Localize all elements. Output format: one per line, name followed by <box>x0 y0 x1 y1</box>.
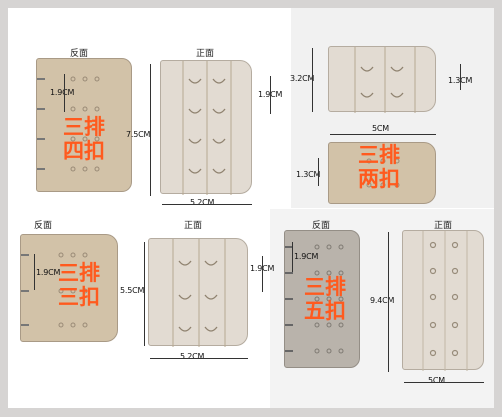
product-title-line2: 五扣 <box>304 299 346 323</box>
dimension-label: 1.9CM <box>294 252 319 261</box>
hook-tape-front <box>402 230 484 371</box>
product-title-line2: 两扣 <box>358 167 400 191</box>
back-label: 反面 <box>312 221 331 231</box>
product-title-line1: 三排 <box>358 143 400 167</box>
hook-details <box>21 252 88 328</box>
dimension-label: 5.5CM <box>120 286 145 295</box>
product-title-line1: 三排 <box>63 115 105 139</box>
product-title-line2: 四扣 <box>63 139 105 163</box>
dimension-line <box>292 242 293 272</box>
dimension-label: 5.2CM <box>190 198 215 207</box>
dimension-line <box>270 76 271 114</box>
dimension-line <box>330 134 436 135</box>
dimension-label: 1.9CM <box>36 268 61 277</box>
dimension-label: 7.5CM <box>126 130 151 139</box>
hook-tape-front <box>148 238 248 347</box>
dimension-label: 1.9CM <box>50 88 75 97</box>
dimension-label: 9.4CM <box>370 296 395 305</box>
dimension-line <box>162 204 252 205</box>
hook-details <box>422 231 468 371</box>
product-image: 反面 正面 1.9CM 三排 四扣 <box>8 8 494 408</box>
dimension-line <box>150 358 248 359</box>
back-label: 反面 <box>34 221 53 231</box>
hook-details <box>172 239 226 347</box>
dimension-label: 5CM <box>372 124 389 133</box>
dimension-label: 1.3CM <box>296 170 321 179</box>
hook-tape-back <box>20 234 118 342</box>
dimension-line <box>262 256 263 292</box>
dimension-line <box>312 48 313 112</box>
front-label: 正面 <box>434 221 453 231</box>
hook-tape-back <box>328 142 436 204</box>
dimension-line <box>460 64 461 90</box>
front-label: 正面 <box>184 221 203 231</box>
hook-details <box>285 244 344 354</box>
dimension-line <box>404 382 484 383</box>
hook-tape-front <box>328 46 436 113</box>
dimension-line <box>150 64 151 196</box>
back-label: 反面 <box>70 49 89 59</box>
hook-details <box>37 76 100 172</box>
product-title-line2: 三扣 <box>58 285 100 309</box>
hook-details <box>354 47 416 113</box>
hook-details <box>182 61 232 195</box>
hook-tape-front <box>160 60 252 195</box>
product-title-line1: 三排 <box>58 261 100 285</box>
hook-details <box>366 158 400 188</box>
dimension-label: 3.2CM <box>290 74 315 83</box>
dimension-line <box>144 242 145 346</box>
front-label: 正面 <box>196 49 215 59</box>
product-title-line1: 三排 <box>304 275 346 299</box>
dimension-line <box>388 232 389 372</box>
dimension-line <box>34 254 35 290</box>
dimension-label: 5CM <box>428 376 445 385</box>
dimension-line <box>318 158 319 186</box>
dimension-line <box>64 74 65 112</box>
dimension-label: 5.2CM <box>180 352 205 361</box>
hook-tape-back <box>284 230 360 368</box>
hook-tape-back <box>36 58 132 192</box>
